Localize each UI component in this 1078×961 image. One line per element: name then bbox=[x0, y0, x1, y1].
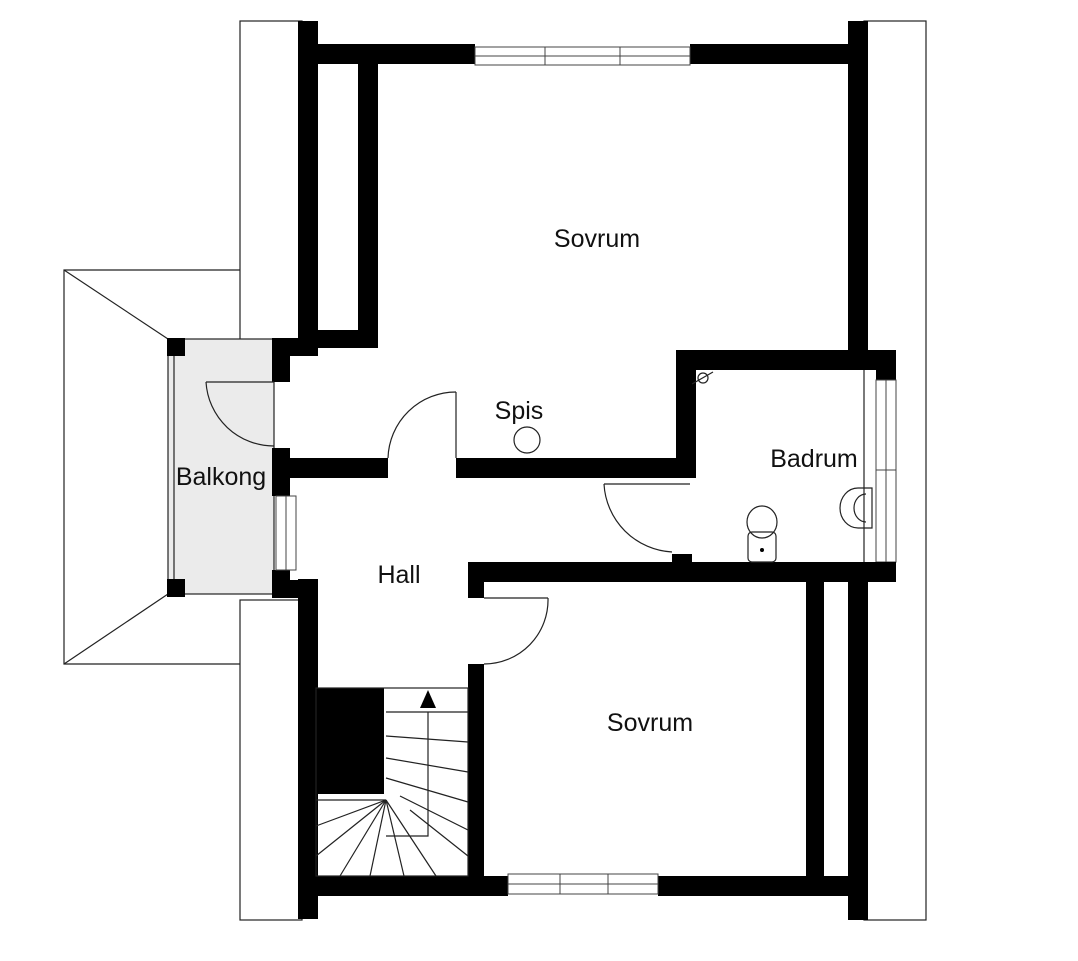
toilet-icon bbox=[746, 505, 778, 563]
sink-icon bbox=[839, 487, 873, 529]
room-label-stove: Spis bbox=[495, 397, 544, 425]
staircase bbox=[315, 687, 469, 877]
shower-head-icon bbox=[691, 371, 714, 385]
doors bbox=[205, 381, 690, 665]
room-label-bedroom-top: Sovrum bbox=[554, 225, 640, 253]
arrow-up-icon bbox=[420, 690, 436, 708]
room-label-hall: Hall bbox=[377, 561, 420, 589]
room-label-bedroom-bottom: Sovrum bbox=[607, 709, 693, 737]
walls bbox=[272, 21, 897, 920]
room-label-bathroom: Badrum bbox=[770, 445, 858, 473]
stove-circle-icon bbox=[513, 426, 541, 454]
room-label-balcony: Balkong bbox=[176, 463, 266, 491]
